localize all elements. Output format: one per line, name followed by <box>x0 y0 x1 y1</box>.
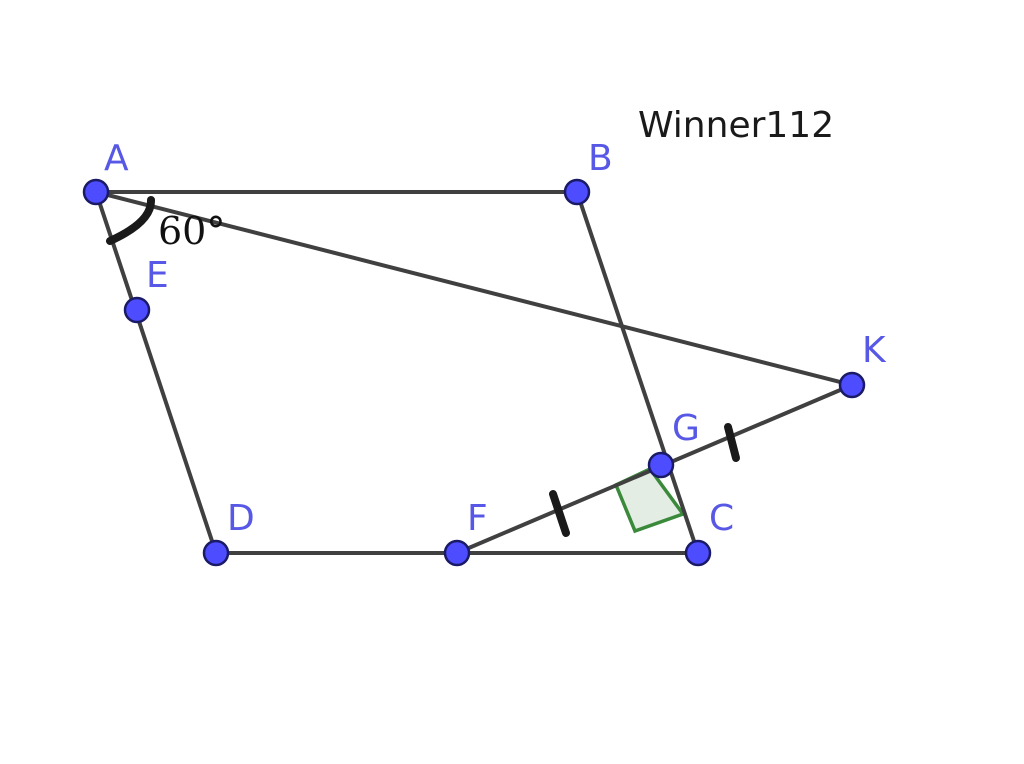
point-g[interactable] <box>647 451 675 479</box>
point-label-c: C <box>709 498 734 539</box>
watermark-text: Winner112 <box>638 105 834 146</box>
point-label-d: D <box>227 498 255 539</box>
point-k[interactable] <box>838 371 866 399</box>
point-label-a: A <box>104 138 129 179</box>
point-b[interactable] <box>563 178 591 206</box>
point-d[interactable] <box>202 539 230 567</box>
angle-arc-a <box>106 196 155 245</box>
segment-bc <box>575 190 700 555</box>
segment-da <box>94 190 218 555</box>
point-e[interactable] <box>123 296 151 324</box>
angle-label: 60° <box>158 209 225 253</box>
point-label-k: K <box>862 330 887 371</box>
segment-ak <box>94 190 854 387</box>
point-label-g: G <box>672 408 700 449</box>
point-c[interactable] <box>684 539 712 567</box>
point-label-f: F <box>467 498 488 539</box>
point-f[interactable] <box>443 539 471 567</box>
point-a[interactable] <box>82 178 110 206</box>
point-label-e: E <box>146 255 169 296</box>
tick-mark-fg <box>549 490 570 537</box>
point-label-b: B <box>588 138 613 179</box>
tick-mark-gk <box>724 423 740 462</box>
